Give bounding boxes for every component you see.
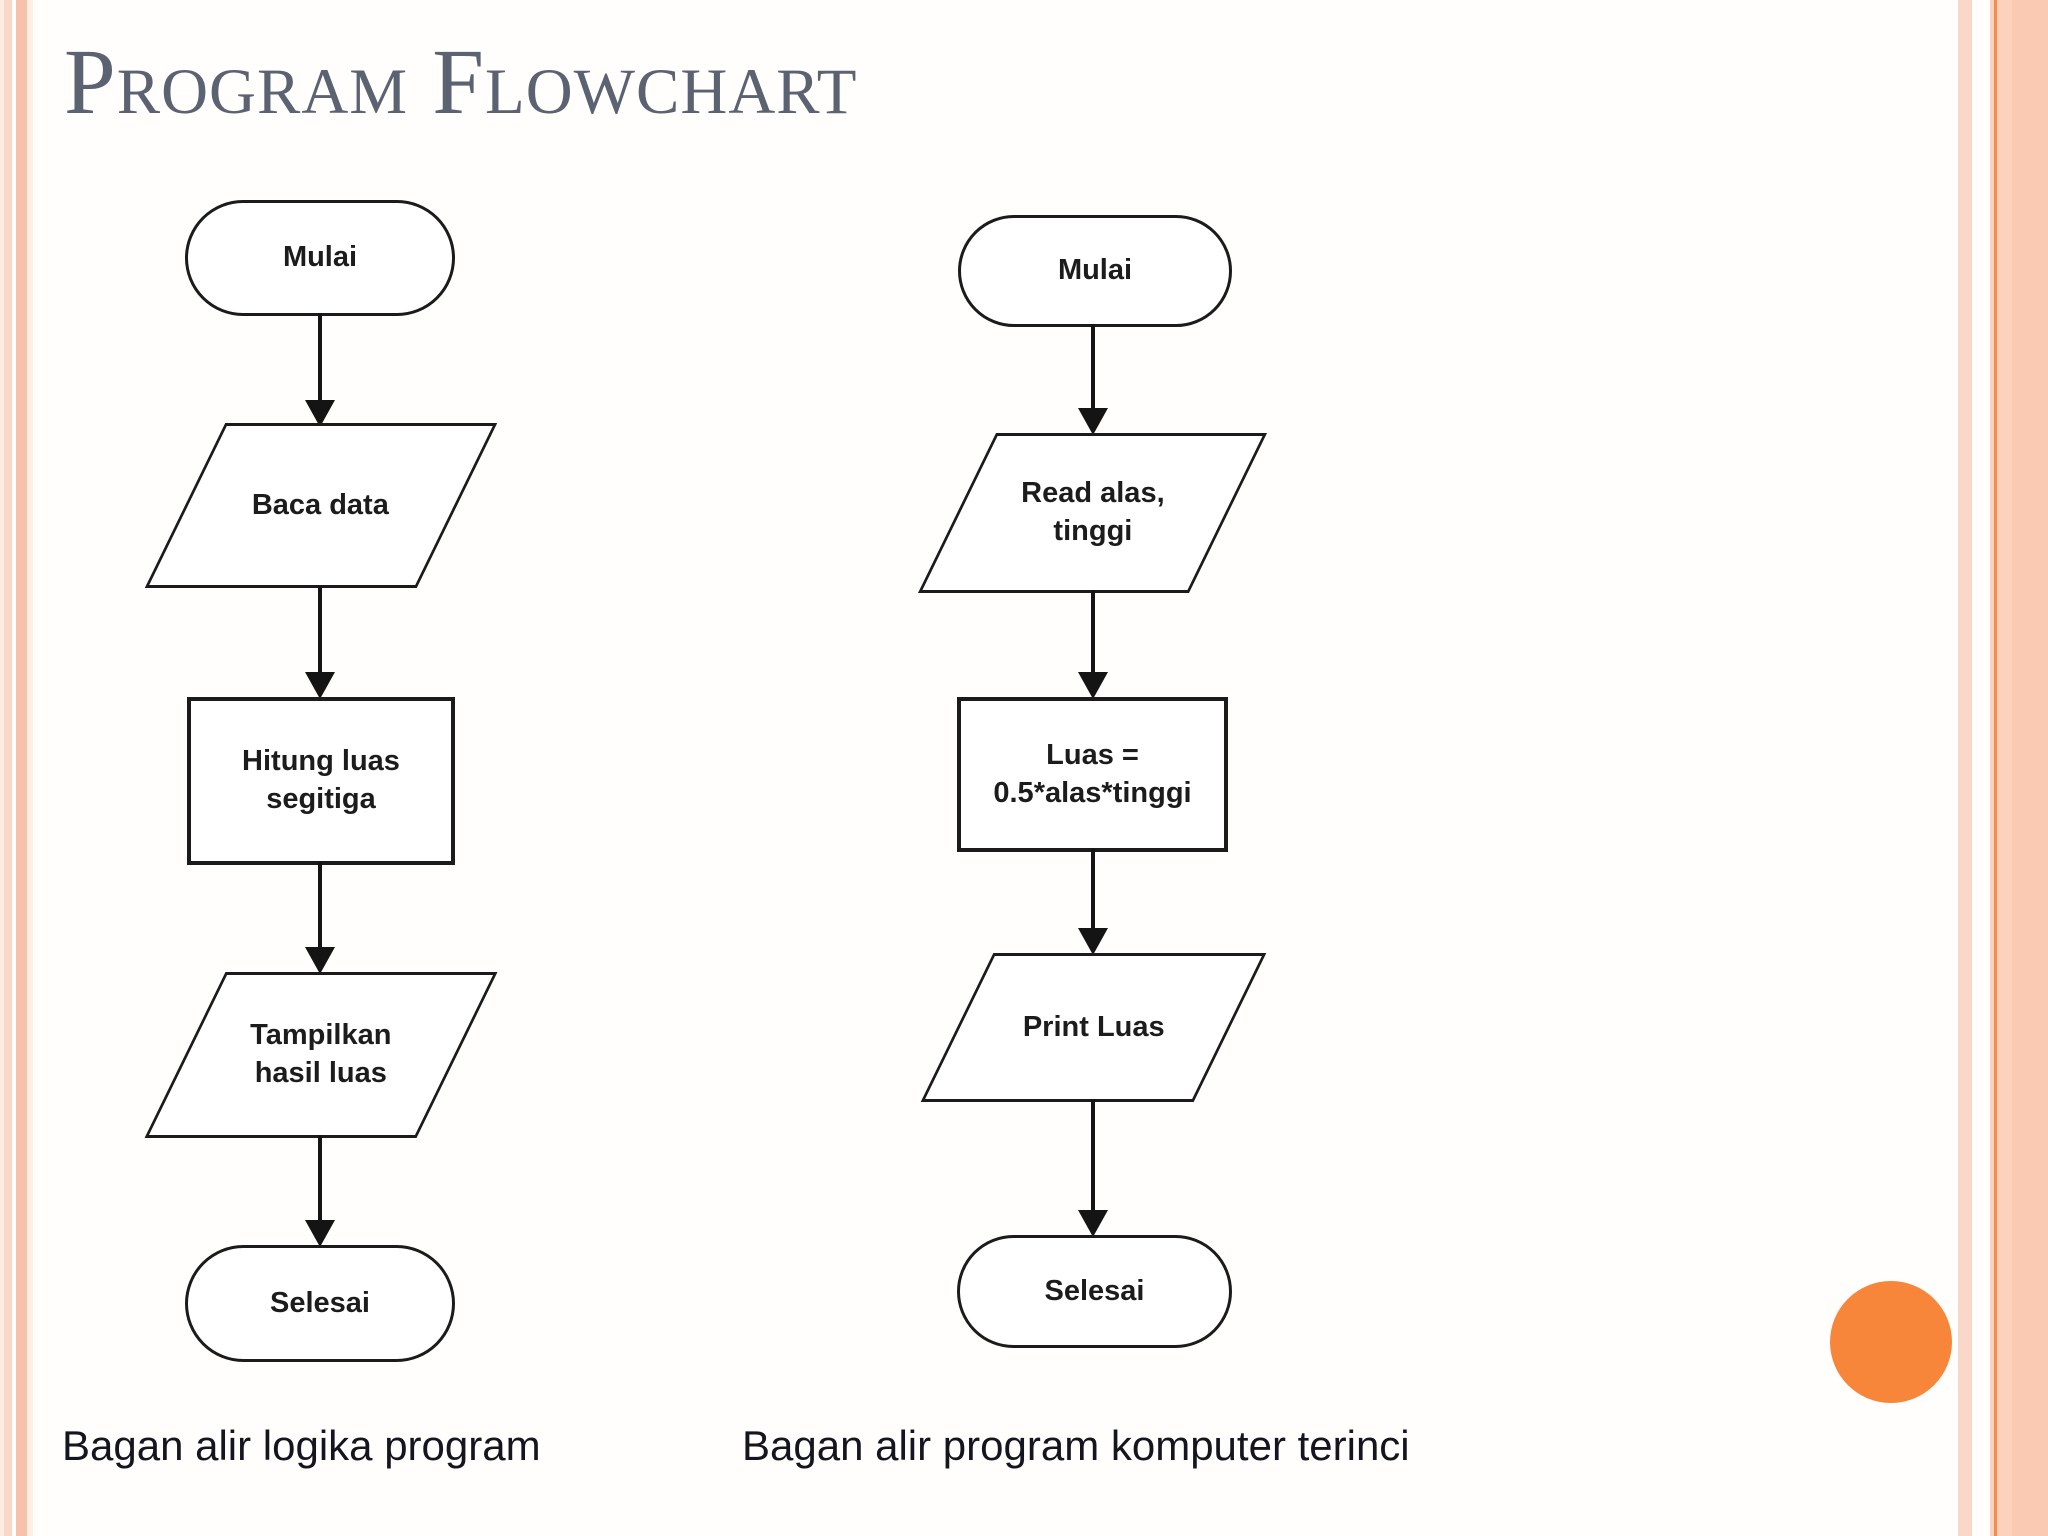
node-process-luas-formula: Luas = 0.5*alas*tinggi [957, 697, 1228, 852]
arrow-print-to-selesai [1078, 1099, 1108, 1237]
left-border-stripe-dark [16, 0, 27, 1536]
node-process-hitung-luas: Hitung luas segitiga [187, 697, 455, 865]
left-border-stripe-fade [27, 0, 33, 1536]
arrow-baca-data-to-hitung [305, 586, 335, 699]
node-io-baca-data: Baca data [144, 423, 498, 588]
arrow-mulai-to-read [1078, 324, 1108, 435]
right-border-orange-line [1994, 0, 1997, 1536]
arrow-shaft [318, 862, 322, 947]
node-label: Selesai [270, 1286, 370, 1319]
arrow-luas-to-print [1078, 849, 1108, 955]
arrow-shaft [318, 313, 322, 400]
node-label: Baca data [252, 488, 390, 521]
arrow-down-icon [1078, 1210, 1108, 1237]
arrow-down-icon [1078, 928, 1108, 955]
node-io-read-alas-tinggi: Read alas, tinggi [917, 433, 1268, 593]
left-border-stripe-outer [0, 0, 4, 1536]
arrow-mulai-to-baca-data [305, 313, 335, 427]
left-border-stripe-light [4, 0, 12, 1536]
arrow-shaft [1091, 849, 1095, 928]
arrow-hitung-to-tampilkan [305, 862, 335, 974]
node-label: Tampilkan hasil luas [250, 1019, 392, 1089]
arrow-shaft [318, 1135, 322, 1220]
arrow-down-icon [305, 400, 335, 427]
right-border-stripe-pink [1958, 0, 1972, 1536]
arrow-read-to-luas [1078, 590, 1108, 699]
node-label: Print Luas [1022, 1010, 1165, 1043]
accent-circle [1830, 1281, 1952, 1403]
node-start-right: Mulai [958, 215, 1232, 327]
node-label: Luas = 0.5*alas*tinggi [993, 738, 1192, 809]
slide-title: Program Flowchart [64, 31, 858, 134]
arrow-down-icon [305, 672, 335, 699]
arrow-shaft [1091, 1099, 1095, 1210]
node-label: Selesai [1044, 1274, 1145, 1307]
arrow-down-icon [1078, 672, 1108, 699]
node-label: Mulai [282, 241, 358, 274]
right-border-peach-deep [2012, 0, 2048, 1536]
node-start-left: Mulai [185, 200, 455, 316]
node-io-tampilkan-hasil: Tampilkan hasil luas [144, 972, 498, 1138]
caption-right-flowchart: Bagan alir program komputer terinci [742, 1422, 1410, 1469]
arrow-shaft [318, 586, 322, 672]
node-label: Read alas, tinggi [1020, 477, 1165, 547]
arrow-tampilkan-to-selesai [305, 1135, 335, 1247]
arrow-down-icon [1078, 408, 1108, 435]
arrow-down-icon [305, 947, 335, 974]
node-label: Hitung luas segitiga [242, 745, 400, 815]
arrow-shaft [1091, 324, 1095, 408]
arrow-shaft [1091, 590, 1095, 672]
node-label: Mulai [1057, 254, 1133, 287]
node-io-print-luas: Print Luas [920, 953, 1267, 1102]
arrow-down-icon [305, 1220, 335, 1247]
caption-left-flowchart: Bagan alir logika program [62, 1422, 541, 1469]
node-end-right: Selesai [957, 1235, 1232, 1348]
node-end-left: Selesai [185, 1245, 455, 1362]
